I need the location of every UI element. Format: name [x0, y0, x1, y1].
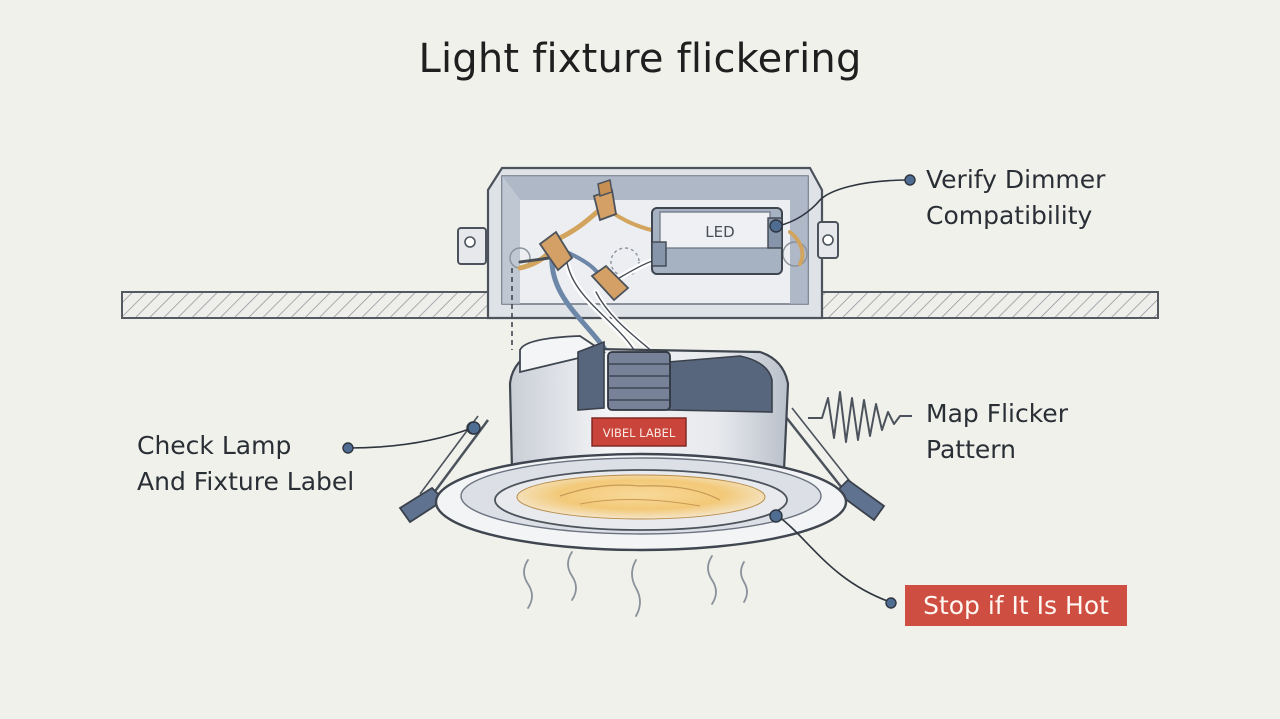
wire-nut-2: [538, 230, 574, 272]
callout-hot-warning: Stop if It Is Hot: [905, 585, 1127, 626]
callout-label-line1: Check Lamp: [137, 431, 292, 460]
callout-dimmer-line1: Verify Dimmer: [926, 165, 1106, 194]
right-spring-clip: [834, 478, 886, 522]
wire-nut-3: [590, 264, 630, 302]
ceiling-right: [817, 291, 1159, 319]
callout-flicker-line1: Map Flicker: [926, 399, 1068, 428]
ceiling-left: [121, 291, 499, 319]
callout-label: Check Lamp And Fixture Label: [137, 428, 354, 500]
leader-dots: [342, 174, 916, 609]
fixture-label-text: VIBEL LABEL: [603, 426, 676, 440]
dot-trim: [769, 509, 783, 523]
callout-dimmer: Verify Dimmer Compatibility: [926, 162, 1105, 234]
diagram-title: Light fixture flickering: [418, 36, 862, 82]
driver-label: LED: [705, 223, 734, 241]
flicker-wave-icon: [808, 391, 912, 443]
callout-flicker: Map Flicker Pattern: [926, 396, 1068, 468]
leader-dimmer: [777, 179, 911, 227]
lamp-lens: [516, 474, 766, 520]
led-driver: LED: [651, 207, 783, 275]
dot-hot: [885, 597, 897, 609]
ceiling: [121, 291, 1159, 319]
dot-label: [342, 442, 354, 454]
leader-lines: [347, 179, 911, 603]
recessed-fixture: VIBEL LABEL: [398, 335, 886, 552]
callout-flicker-line2: Pattern: [926, 435, 1016, 464]
dot-dimmer: [904, 174, 916, 186]
heat-waves-icon: [523, 551, 748, 617]
wire-nuts: [538, 179, 630, 302]
callout-dimmer-line2: Compatibility: [926, 201, 1093, 230]
leader-hot: [777, 515, 891, 603]
wire-connector: [607, 351, 671, 411]
fixture-label-plate: [591, 417, 687, 447]
leader-label: [347, 427, 473, 449]
dot-driver: [769, 219, 783, 233]
dot-fixture: [467, 421, 481, 435]
callout-label-line2: And Fixture Label: [137, 467, 355, 496]
